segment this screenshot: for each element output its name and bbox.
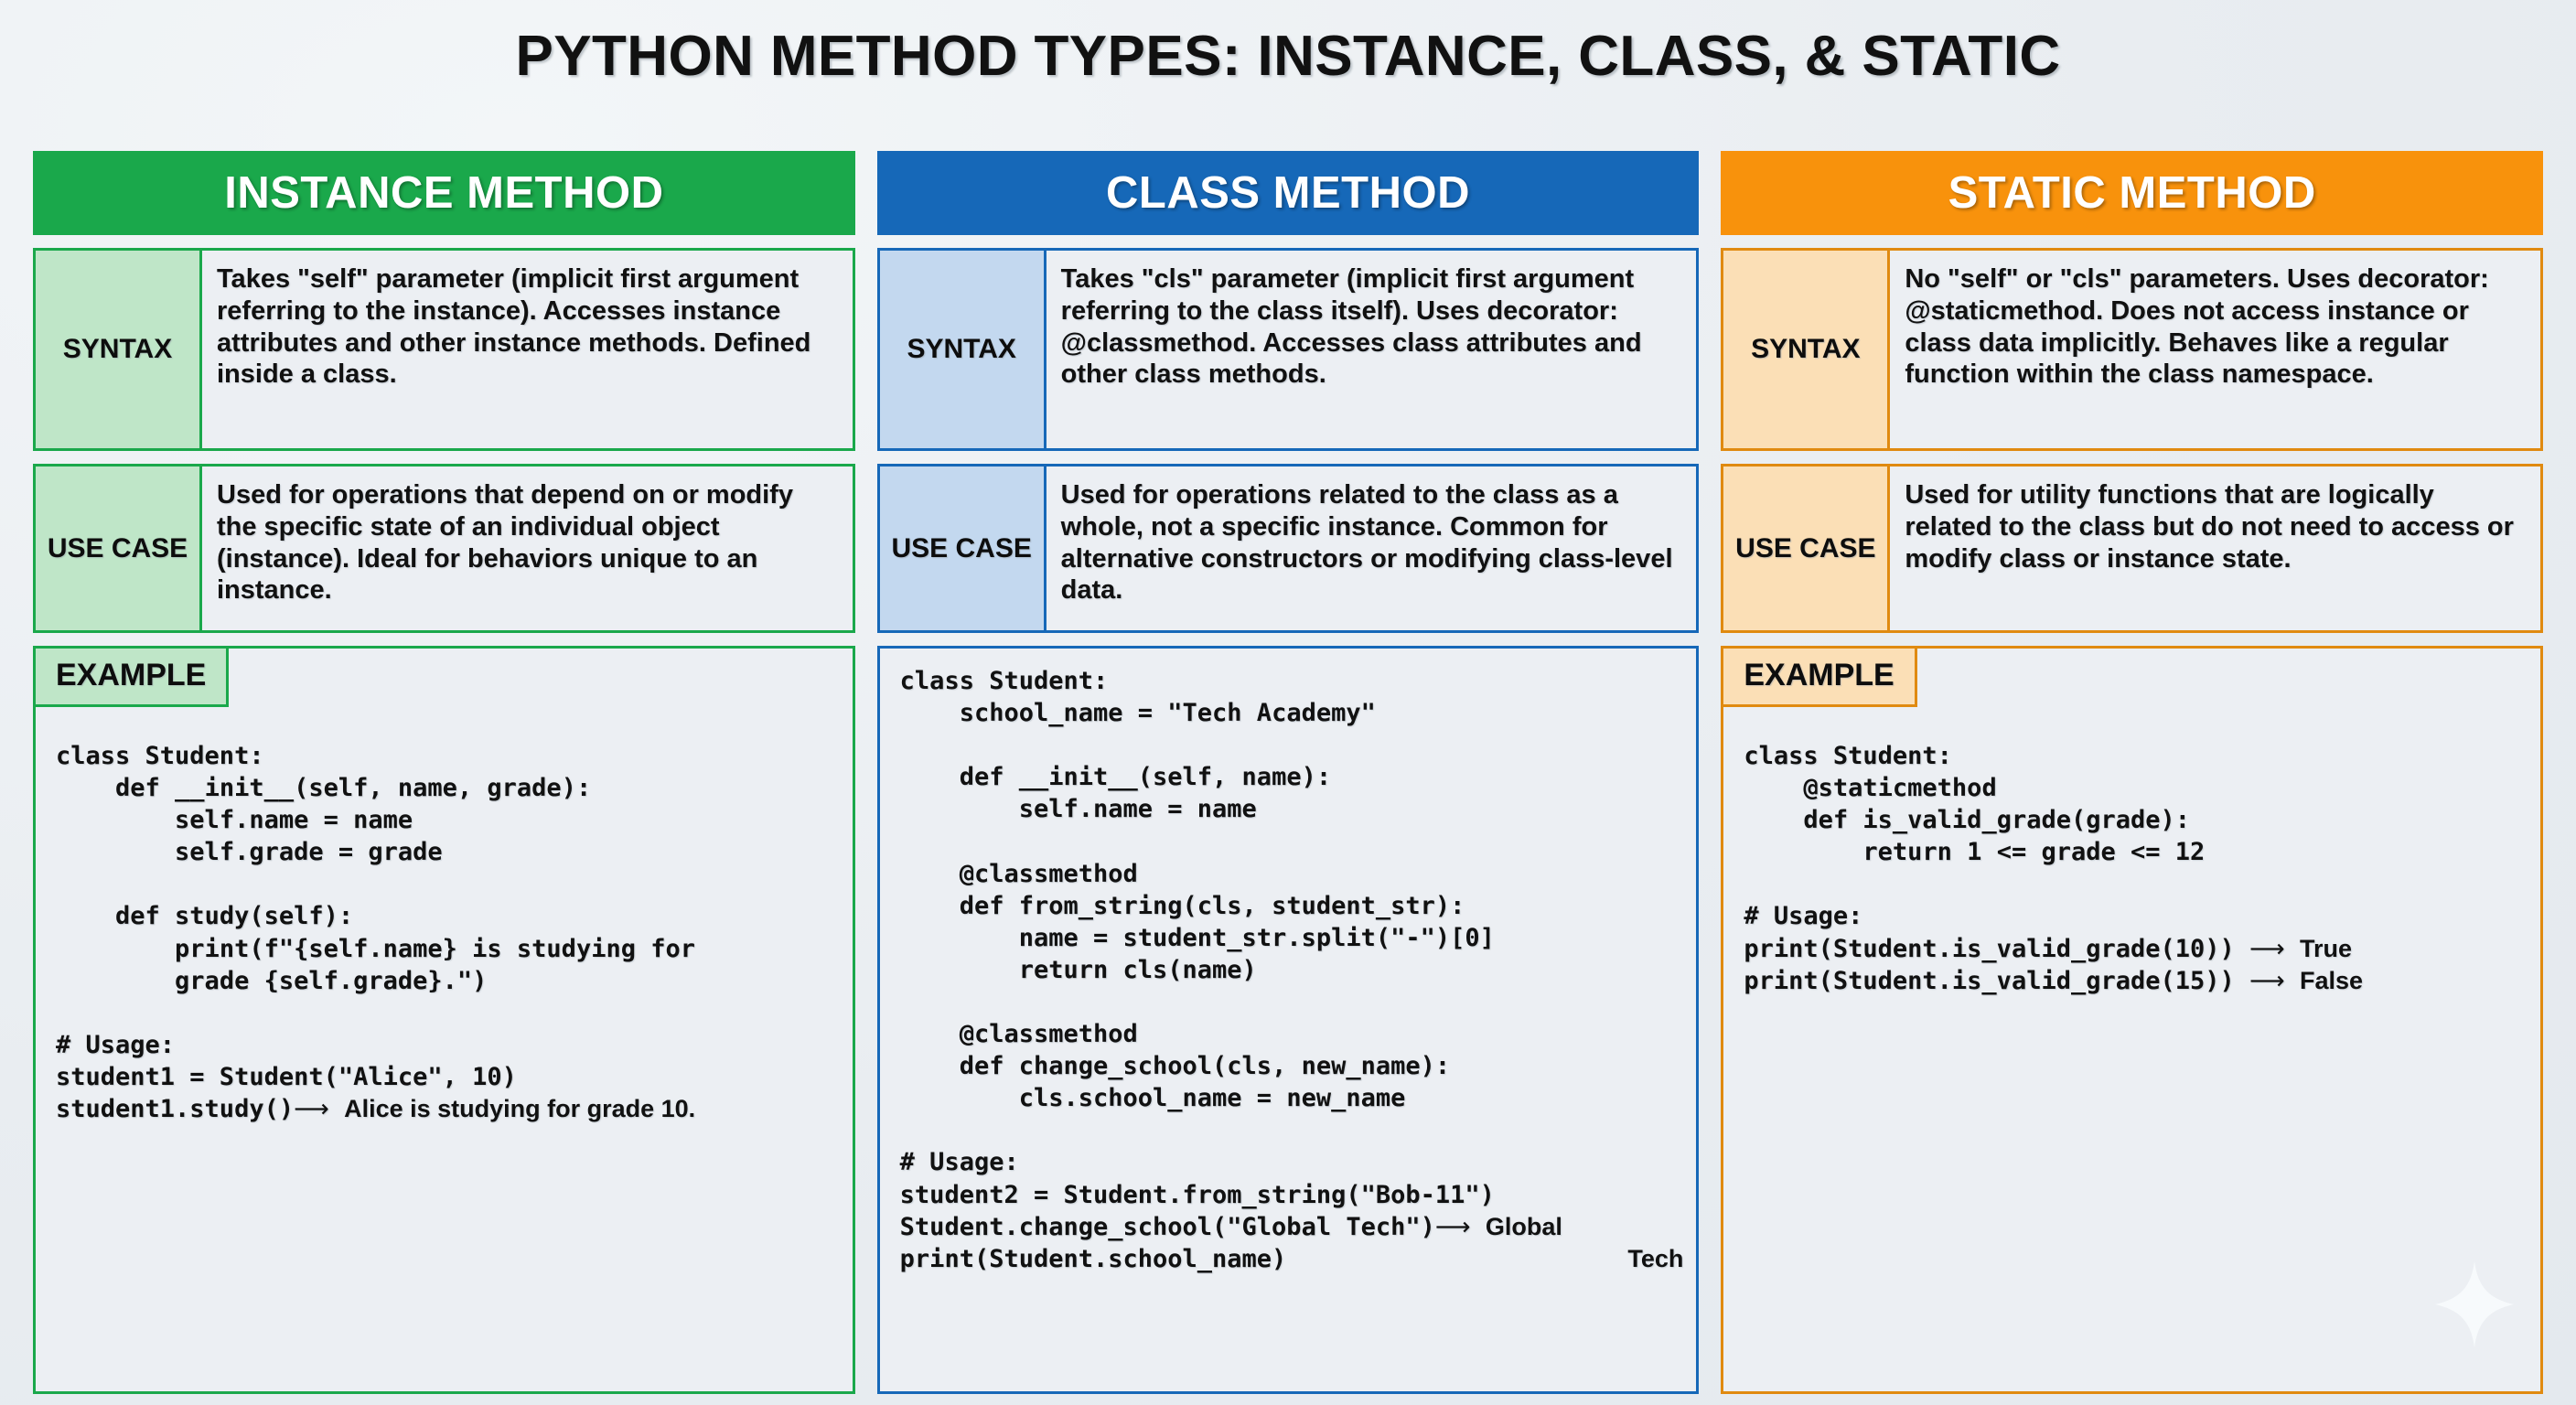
column-static-method: STATIC METHOD SYNTAX No "self" or "cls" … — [1721, 151, 2544, 1394]
class-usage-result: Global — [1485, 1212, 1562, 1240]
class-usage-result-line2: Tech — [1627, 1244, 1684, 1272]
static-syntax-text: No "self" or "cls" parameters. Uses deco… — [1890, 251, 2541, 448]
static-code-text: class Student: @staticmethod def is_vali… — [1744, 742, 2206, 931]
static-usage-line-2: print(Student.is_valid_grade(15)) — [1744, 966, 2235, 995]
column-header-instance-method: INSTANCE METHOD — [33, 151, 855, 235]
instance-syntax-text: Takes "self" parameter (implicit first a… — [202, 251, 853, 448]
instance-syntax-row: SYNTAX Takes "self" parameter (implicit … — [33, 248, 855, 451]
instance-syntax-label: SYNTAX — [36, 251, 202, 448]
static-usage-result-2: False — [2300, 966, 2364, 994]
static-example-badge: EXAMPLE — [1723, 649, 1917, 707]
instance-code-block: class Student: def __init__(self, name, … — [36, 649, 853, 1138]
instance-usecase-row: USE CASE Used for operations that depend… — [33, 464, 855, 633]
class-usecase-label: USE CASE — [879, 467, 1046, 630]
class-code-text: class Student: school_name = "Tech Acade… — [899, 667, 1495, 1241]
instance-usage-result: Alice is studying for grade 10. — [344, 1095, 696, 1123]
page-title: PYTHON METHOD TYPES: INSTANCE, CLASS, & … — [515, 25, 2061, 88]
class-usecase-text: Used for operations related to the class… — [1046, 467, 1697, 630]
class-syntax-text: Takes "cls" parameter (implicit first ar… — [1046, 251, 1697, 448]
static-usage-line-1: print(Student.is_valid_grade(10)) — [1744, 934, 2235, 963]
column-instance-method: INSTANCE METHOD SYNTAX Takes "self" para… — [33, 151, 855, 1394]
static-usecase-text: Used for utility functions that are logi… — [1890, 467, 2541, 630]
class-usecase-row: USE CASE Used for operations related to … — [876, 464, 1700, 633]
static-syntax-label: SYNTAX — [1723, 251, 1891, 448]
instance-example-badge: EXAMPLE — [36, 649, 230, 707]
class-syntax-label: SYNTAX — [879, 251, 1046, 448]
static-syntax-row: SYNTAX No "self" or "cls" parameters. Us… — [1721, 248, 2544, 451]
static-usecase-label: USE CASE — [1723, 467, 1891, 630]
static-code-block: class Student: @staticmethod def is_vali… — [1723, 649, 2540, 1010]
class-syntax-row: SYNTAX Takes "cls" parameter (implicit f… — [876, 248, 1700, 451]
static-usage-result-1: True — [2300, 934, 2353, 962]
static-example-panel: EXAMPLE class Student: @staticmethod def… — [1721, 646, 2544, 1394]
static-usage-arrow-2: ⟶ — [2249, 966, 2285, 995]
column-header-static-method: STATIC METHOD — [1721, 151, 2544, 235]
comparison-columns: INSTANCE METHOD SYNTAX Takes "self" para… — [33, 151, 2544, 1394]
class-example-panel: class Student: school_name = "Tech Acade… — [876, 646, 1700, 1394]
instance-code-text: class Student: def __init__(self, name, … — [56, 742, 695, 1124]
static-usecase-row: USE CASE Used for utility functions that… — [1721, 464, 2544, 633]
column-class-method: CLASS METHOD SYNTAX Takes "cls" paramete… — [876, 151, 1700, 1394]
static-usage-arrow-1: ⟶ — [2249, 934, 2285, 963]
instance-usecase-text: Used for operations that depend on or mo… — [202, 467, 853, 630]
class-code-block: class Student: school_name = "Tech Acade… — [880, 649, 1697, 1288]
column-header-class-method: CLASS METHOD — [876, 151, 1700, 235]
instance-usecase-label: USE CASE — [36, 467, 202, 630]
class-usage-arrow: ⟶ — [1434, 1212, 1471, 1241]
instance-example-panel: EXAMPLE class Student: def __init__(self… — [33, 646, 855, 1394]
instance-usage-arrow: ⟶ — [294, 1095, 329, 1124]
class-code-tail: print(Student.school_name) — [899, 1244, 1287, 1273]
